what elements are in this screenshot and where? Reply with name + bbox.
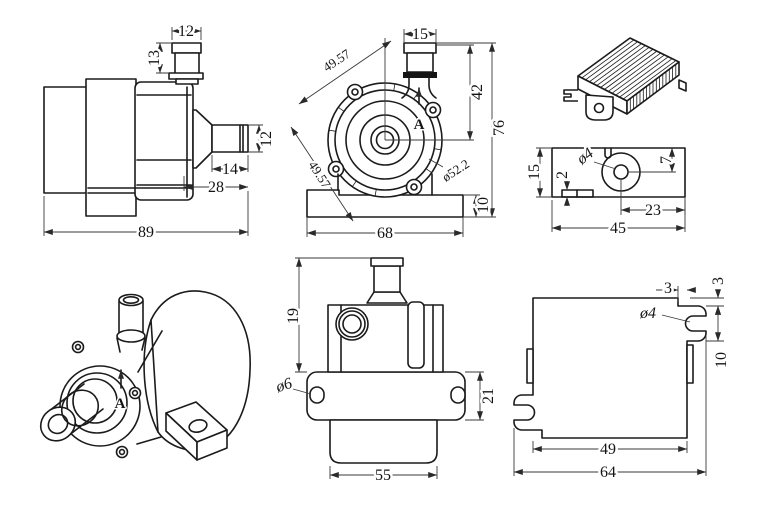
top-view: 19 ø6 21 55 (270, 257, 500, 487)
front-view-dimensions (290, 29, 496, 237)
slot-hole-right (450, 386, 466, 404)
dim-bracket-w: 45 (610, 220, 626, 237)
dim-edge-off: 3 (710, 277, 727, 285)
controller-mount-tab (585, 94, 614, 121)
dim-plate-hole-dia: ø4 (639, 305, 656, 322)
side-view-dimensions (43, 27, 263, 236)
inlet-barb-iso (116, 293, 146, 353)
flow-marker: A (412, 87, 426, 135)
dim-overall-h: 76 (491, 120, 508, 136)
dim-bracket-h: 15 (526, 164, 543, 180)
pump-isometric-view: A (39, 290, 251, 461)
controller-top-fins (581, 39, 676, 100)
flow-marker-iso: A (113, 369, 127, 414)
dim-bracket-d: 21 (480, 388, 497, 404)
side-view: 12 13 12 14 28 89 (43, 21, 278, 244)
lower-body-top (329, 419, 438, 464)
outlet-barb-side (192, 109, 249, 169)
dim-outlet-dia: 12 (258, 131, 275, 147)
inlet-port-top (335, 307, 369, 341)
inlet-barb-front (401, 42, 437, 99)
controller-isometric-view (563, 37, 687, 121)
mount-foot-iso (165, 401, 228, 461)
motor-rear-cap (43, 86, 88, 194)
dim-outlet-len: 14 (222, 161, 238, 178)
dim-base-w: 68 (377, 225, 393, 242)
dim-base-h: 10 (475, 197, 492, 213)
slot-hole-left (309, 386, 325, 404)
top-view-dimensions (292, 257, 484, 479)
front-view: A 15 49.57 49.57 42 76 ø52.2 10 68 (290, 24, 511, 245)
dim-barb-height: 13 (146, 50, 163, 66)
dim-bracket-hole-off: 7 (658, 156, 675, 164)
dim-inlet-to-center: 42 (469, 84, 486, 100)
plate-dimensions (513, 286, 724, 476)
dim-body-dia: ø52.2 (439, 156, 472, 185)
bracket-bottom-tab (561, 189, 594, 198)
controller-side-tab (678, 79, 687, 92)
dim-overall-w: 64 (600, 464, 616, 481)
motor-body (85, 78, 137, 217)
dim-inner-w: 49 (600, 441, 616, 458)
clamp-lugs-iso (71, 340, 142, 459)
dim-slot-open: 3 (664, 280, 672, 297)
dim-bracket-hole-edge: 23 (645, 202, 661, 219)
dim-slot-len: 10 (713, 352, 730, 368)
dim-inlet-w: 15 (412, 26, 428, 43)
controller-mount-hole (593, 102, 605, 114)
outlet-barb-iso (39, 383, 104, 442)
plate-left-tab (526, 348, 534, 384)
marker-a-label-iso: A (115, 396, 126, 412)
dim-barb-width: 12 (178, 23, 194, 40)
mount-bracket-top (306, 371, 466, 421)
dim-inlet-h: 19 (285, 308, 302, 324)
plate-top-view: 3 3 ø4 10 49 64 (513, 275, 733, 484)
dim-slot-dia: ø6 (273, 375, 294, 396)
dim-overall-len: 89 (138, 224, 154, 241)
foot-hole (188, 418, 208, 434)
plate-right-tab (686, 344, 694, 384)
controller-side-fins (629, 64, 677, 112)
pump-head-detail-lines (87, 86, 192, 198)
bracket-side-view: 15 2 ø4 7 23 45 (524, 142, 686, 240)
dim-bracket-tab: 2 (554, 171, 571, 179)
bracket-top-notch (604, 147, 612, 159)
dim-body-w: 55 (375, 467, 391, 484)
inlet-barb-side (168, 42, 204, 85)
dim-head-len: 28 (208, 179, 224, 196)
inlet-barb-top (366, 257, 408, 304)
bracket-dimensions (536, 147, 686, 232)
plate-outline (513, 297, 707, 439)
side-panel-top (407, 301, 425, 369)
marker-a-label: A (414, 117, 425, 133)
controller-fork-terminal (563, 89, 578, 102)
